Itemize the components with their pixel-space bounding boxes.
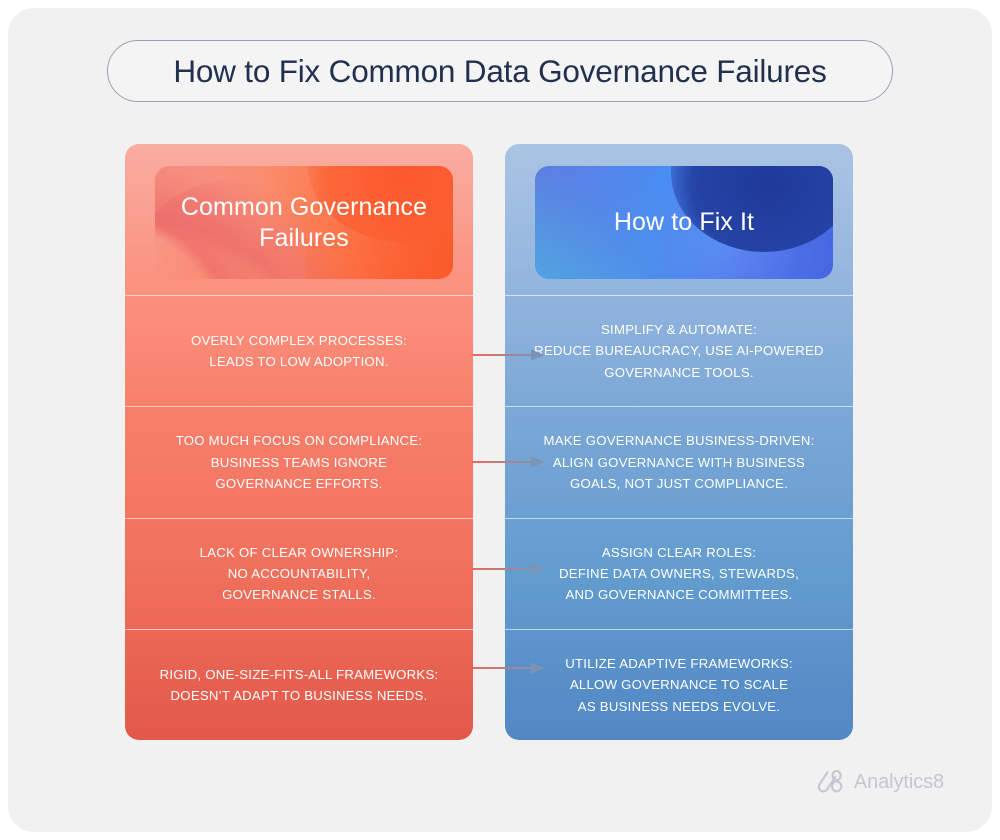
left-row-3: LACK OF CLEAR OWNERSHIP: NO ACCOUNTABILI… bbox=[125, 517, 473, 629]
right-row-1: SIMPLIFY & AUTOMATE: REDUCE BUREAUCRACY,… bbox=[505, 295, 853, 406]
left-row-1: OVERLY COMPLEX PROCESSES: LEADS TO LOW A… bbox=[125, 295, 473, 406]
connector-arrow-1 bbox=[473, 349, 545, 361]
infographic-canvas: How to Fix Common Data Governance Failur… bbox=[8, 8, 992, 832]
analytics8-mark-icon bbox=[817, 769, 843, 793]
left-row-2: TOO MUCH FOCUS ON COMPLIANCE: BUSINESS T… bbox=[125, 406, 473, 517]
left-row-1-text: OVERLY COMPLEX PROCESSES: LEADS TO LOW A… bbox=[190, 332, 408, 370]
right-row-1-text: SIMPLIFY & AUTOMATE: REDUCE BUREAUCRACY,… bbox=[534, 322, 824, 380]
right-column-header-text: How to Fix It bbox=[613, 208, 755, 237]
right-row-2-text: MAKE GOVERNANCE BUSINESS-DRIVEN: ALIGN G… bbox=[543, 433, 815, 492]
right-column-header-wrap: How to Fix It bbox=[505, 144, 853, 295]
page-title: How to Fix Common Data Governance Failur… bbox=[173, 52, 827, 89]
right-row-3: ASSIGN CLEAR ROLES: DEFINE DATA OWNERS, … bbox=[505, 517, 853, 629]
connector-arrow-4 bbox=[473, 662, 545, 674]
page-title-pill: How to Fix Common Data Governance Failur… bbox=[107, 40, 893, 102]
right-row-4: UTILIZE ADAPTIVE FRAMEWORKS: ALLOW GOVER… bbox=[505, 628, 853, 740]
right-column-how-to-fix-it: How to Fix It SIMPLIFY & AUTOMATE: REDUC… bbox=[505, 144, 853, 740]
left-row-3-text: LACK OF CLEAR OWNERSHIP: NO ACCOUNTABILI… bbox=[199, 544, 399, 603]
connector-arrow-3 bbox=[473, 563, 545, 575]
right-column-header-card: How to Fix It bbox=[535, 166, 833, 279]
left-column-common-governance-failures: Common Governance Failures OVERLY COMPLE… bbox=[125, 144, 473, 740]
left-column-rows: OVERLY COMPLEX PROCESSES: LEADS TO LOW A… bbox=[125, 295, 473, 740]
right-row-2: MAKE GOVERNANCE BUSINESS-DRIVEN: ALIGN G… bbox=[505, 406, 853, 517]
brand-logo: Analytics8 bbox=[816, 768, 944, 796]
brand-logo-text: Analytics8 bbox=[853, 770, 944, 793]
left-column-header-card: Common Governance Failures bbox=[155, 166, 453, 279]
left-row-2-text: TOO MUCH FOCUS ON COMPLIANCE: BUSINESS T… bbox=[175, 433, 423, 492]
left-row-4: RIGID, ONE-SIZE-FITS-ALL FRAMEWORKS: DOE… bbox=[125, 628, 473, 740]
left-row-4-text: RIGID, ONE-SIZE-FITS-ALL FRAMEWORKS: DOE… bbox=[159, 666, 439, 703]
right-column-rows: SIMPLIFY & AUTOMATE: REDUCE BUREAUCRACY,… bbox=[505, 295, 853, 740]
right-row-4-text: UTILIZE ADAPTIVE FRAMEWORKS: ALLOW GOVER… bbox=[565, 655, 793, 714]
connector-arrow-2 bbox=[473, 456, 545, 468]
left-column-header-text: Common Governance Failures bbox=[180, 193, 428, 252]
right-row-3-text: ASSIGN CLEAR ROLES: DEFINE DATA OWNERS, … bbox=[559, 544, 799, 603]
left-column-header-wrap: Common Governance Failures bbox=[125, 144, 473, 295]
